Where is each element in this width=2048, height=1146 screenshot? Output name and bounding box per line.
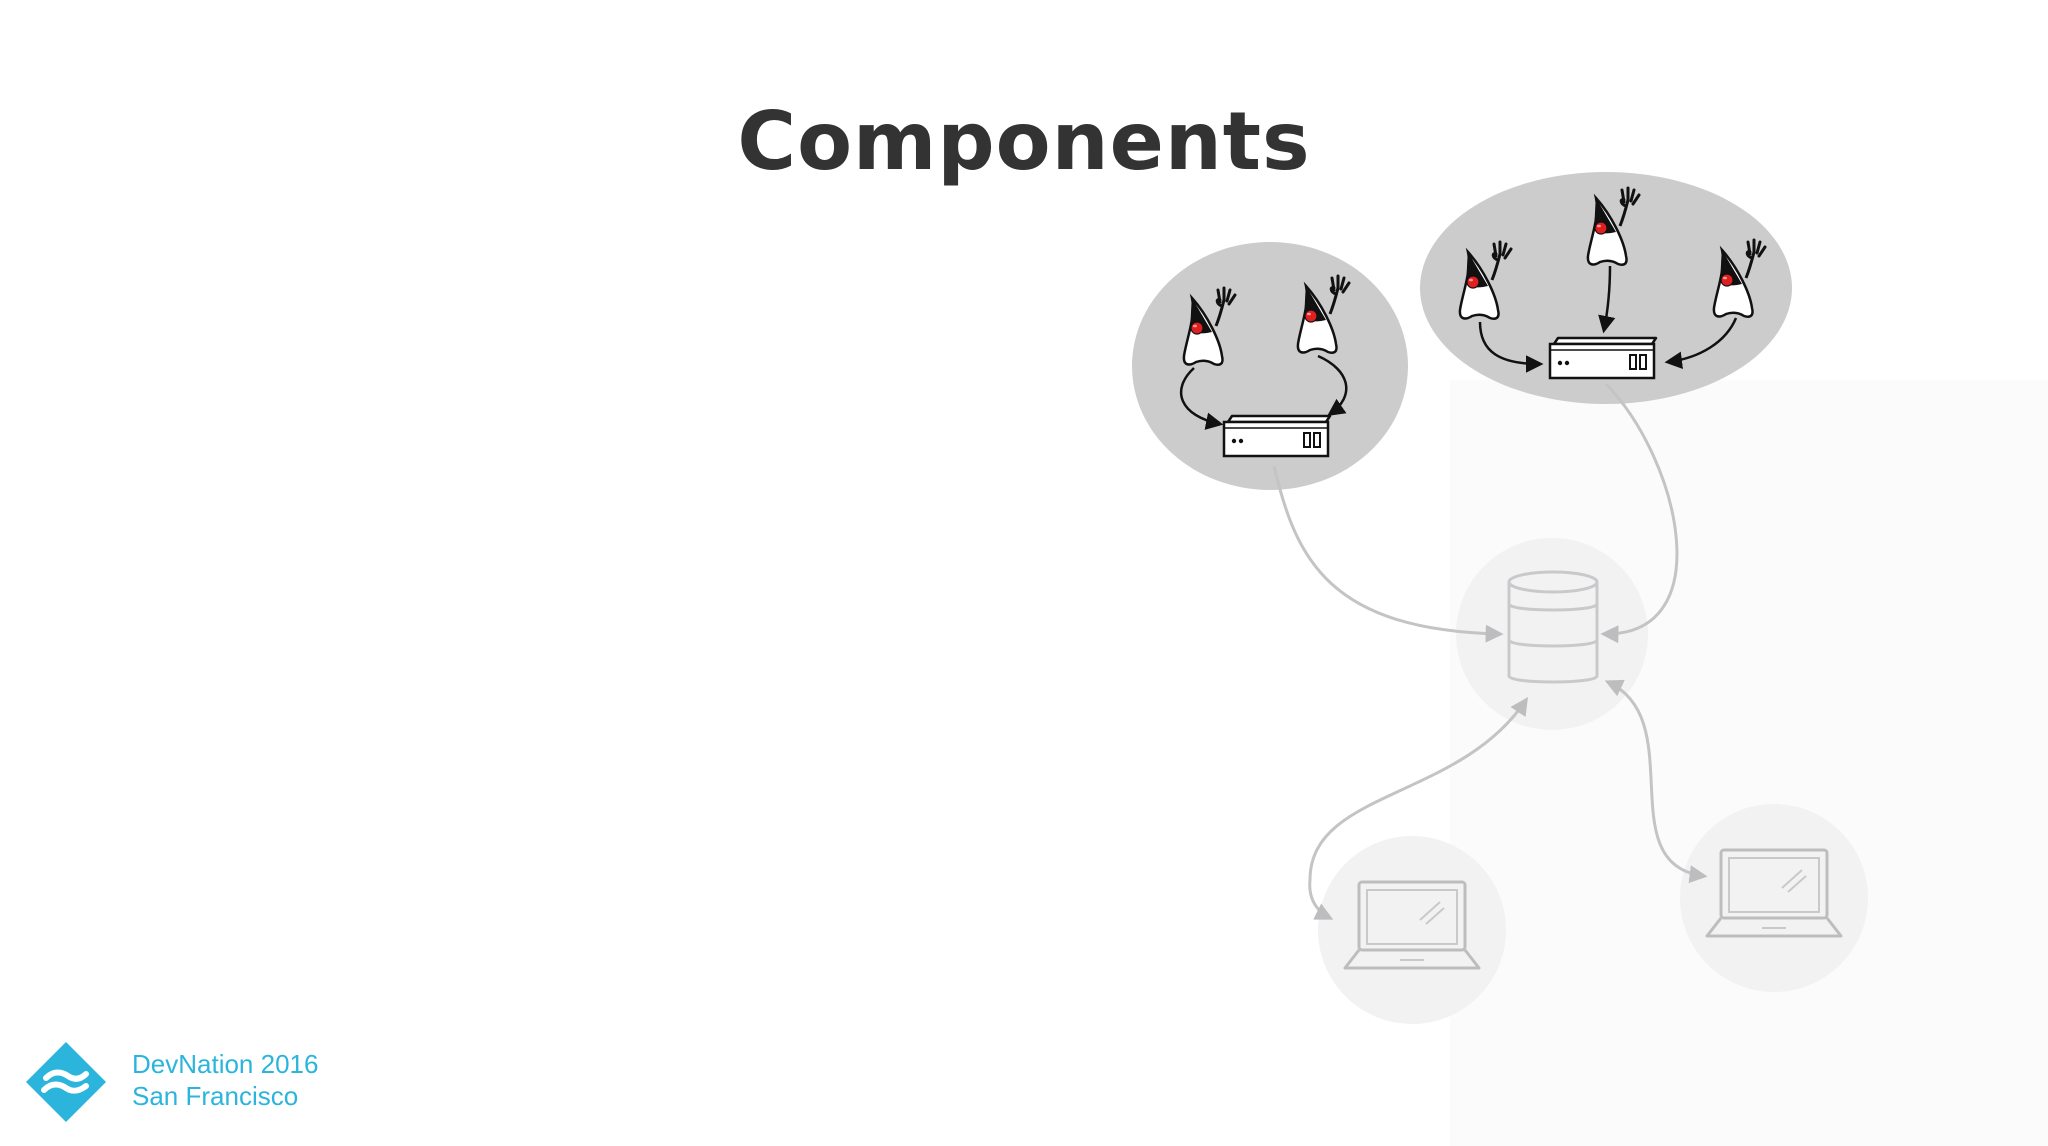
connector-line	[1308, 696, 1528, 920]
cluster-large	[1420, 172, 1792, 404]
connector-line	[1604, 679, 1708, 884]
server-icon	[1222, 414, 1332, 458]
devnation-brand: DevNation 2016 San Francisco	[24, 1040, 344, 1124]
laptop-right-bg	[1680, 804, 1868, 992]
brand-line-2: San Francisco	[132, 1081, 299, 1111]
server-icon	[1548, 336, 1658, 380]
brand-text: DevNation 2016 San Francisco	[132, 1048, 318, 1112]
database-bg	[1456, 538, 1648, 730]
database	[1456, 538, 1648, 730]
arrow	[1664, 317, 1738, 369]
laptop-left	[1318, 836, 1506, 1024]
arrow	[1598, 265, 1616, 334]
faded-background	[1450, 380, 2048, 1146]
laptop-left-bg	[1318, 836, 1506, 1024]
database-icon	[1507, 570, 1599, 684]
laptop-right	[1680, 804, 1868, 992]
arrow	[1317, 354, 1348, 416]
devnation-logo-icon	[26, 1042, 106, 1122]
arrow	[1478, 321, 1544, 373]
arrow	[1179, 367, 1224, 430]
brand-line-1: DevNation 2016	[132, 1049, 319, 1079]
cluster-small-ellipse	[1132, 242, 1408, 490]
cluster-small	[1132, 242, 1408, 490]
cluster-large-ellipse	[1420, 172, 1792, 404]
slide-title: Components	[737, 95, 1311, 188]
connector-line	[1600, 382, 1679, 644]
connector-line	[1272, 465, 1504, 643]
